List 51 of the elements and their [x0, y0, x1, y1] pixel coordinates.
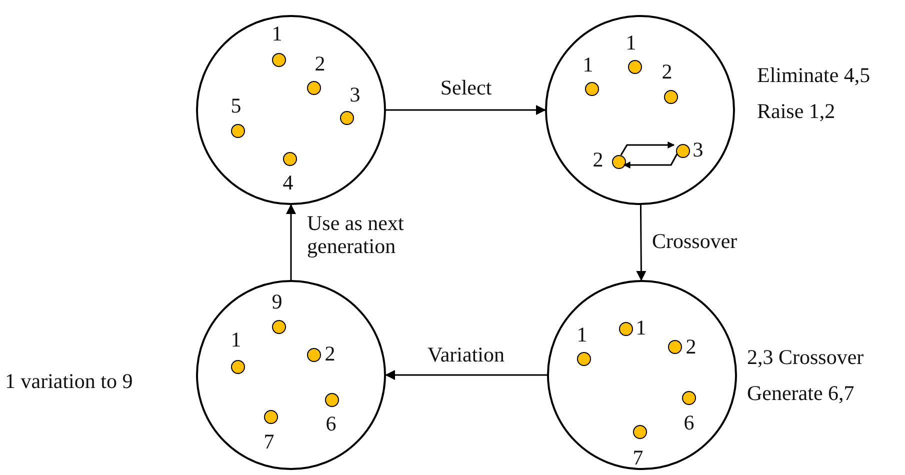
point-number: 1 [626, 31, 636, 55]
point-number: 2 [662, 60, 672, 84]
point-number: 2 [314, 52, 326, 76]
swap-arrow [623, 154, 678, 168]
individual-dot [283, 152, 297, 166]
arrow [636, 204, 646, 281]
arrow [386, 105, 546, 115]
individual-dot [325, 393, 339, 407]
individual-dot [272, 53, 286, 67]
point-number: 1 [272, 22, 282, 46]
individual-dot [668, 340, 682, 354]
individual-dot [682, 391, 696, 405]
individual-dot [231, 124, 245, 138]
point-number: 1 [230, 328, 242, 352]
point-number: 4 [282, 171, 294, 195]
point-number: 7 [632, 446, 644, 470]
point-number: 7 [264, 430, 274, 454]
point-number: 1 [576, 323, 588, 347]
individual-dot [633, 425, 647, 439]
point-number: 6 [684, 411, 694, 435]
individual-dot [264, 410, 278, 424]
individual-dot [628, 60, 642, 74]
individual-dot [676, 144, 690, 158]
arrow [286, 204, 296, 280]
individual-dot [272, 320, 286, 334]
arrow [385, 370, 547, 380]
point-number: 1 [636, 316, 646, 340]
point-number: 6 [326, 412, 336, 436]
individual-dot [340, 111, 354, 125]
annotation-text: Raise 1,2 [757, 100, 836, 124]
individual-dot [612, 155, 626, 169]
annotation-text: 2,3 Crossover [747, 346, 864, 370]
point-number: 3 [692, 138, 704, 162]
individual-dot [307, 81, 321, 95]
individual-dot [619, 322, 633, 336]
annotation-text: Eliminate 4,5 [757, 64, 870, 88]
individual-dot [231, 360, 245, 374]
point-number: 3 [350, 83, 360, 107]
point-number: 2 [592, 148, 604, 172]
point-number: 9 [272, 290, 282, 314]
individual-dot [577, 352, 591, 366]
point-number: 2 [324, 342, 336, 366]
individual-dot [585, 82, 599, 96]
annotation-text: Generate 6,7 [747, 382, 854, 406]
point-number: 1 [582, 53, 594, 77]
individual-dot [307, 348, 321, 362]
annotation-text: 1 variation to 9 [5, 370, 133, 394]
swap-arrow [620, 142, 675, 156]
point-number: 5 [230, 94, 242, 118]
point-number: 2 [686, 335, 696, 359]
individual-dot [664, 90, 678, 104]
